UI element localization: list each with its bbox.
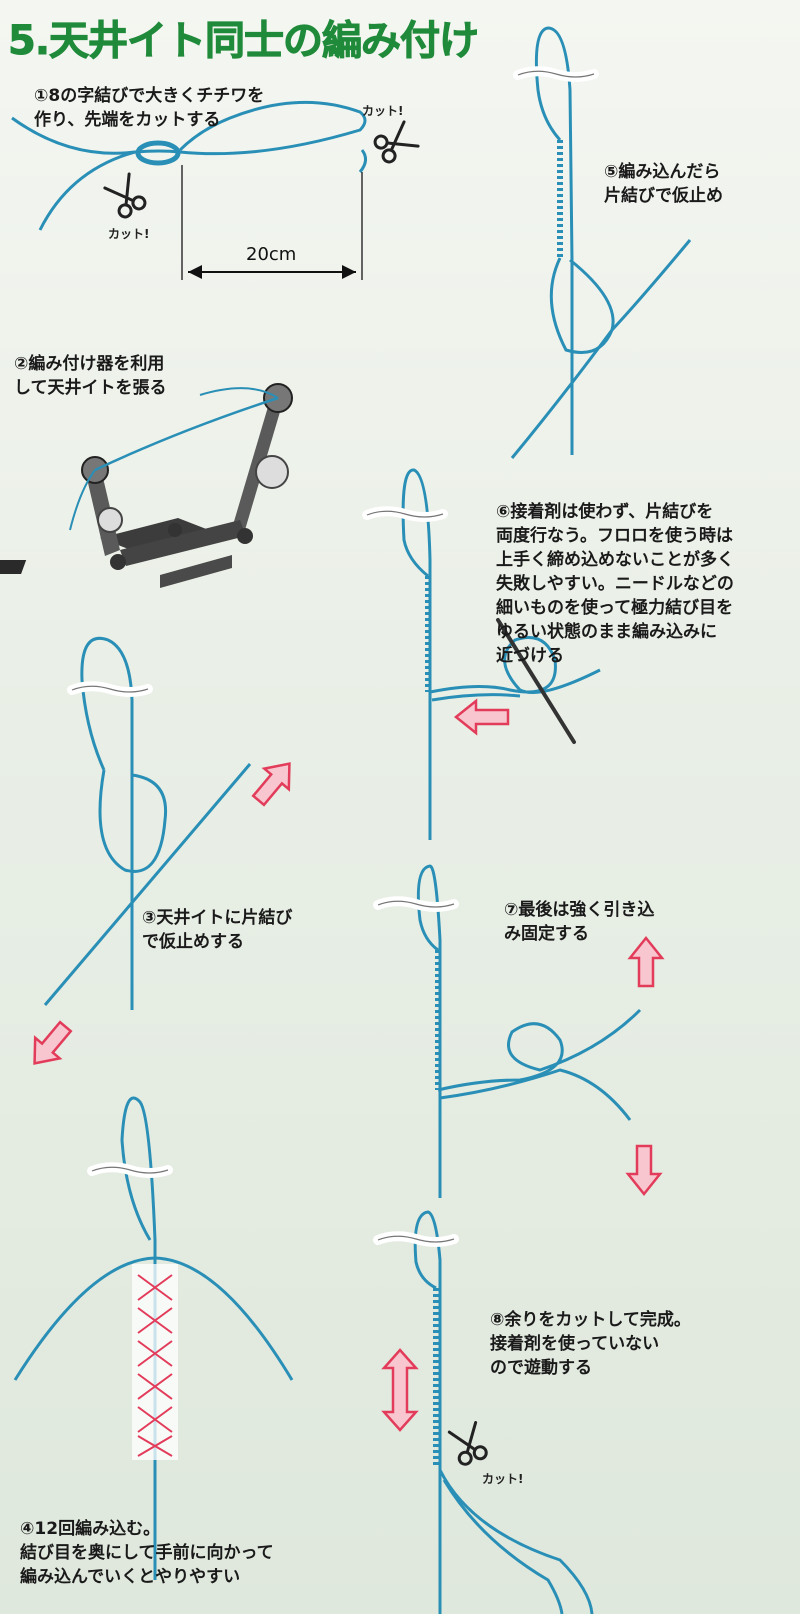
- step4-illustration: [13, 1096, 294, 1580]
- step7-illustration: [378, 864, 664, 1198]
- page-title: 5.天井イト同士の編み付け: [7, 18, 479, 65]
- step8-caption: ⑧余りをカットして完成。 接着剤を使っていない ので遊動する: [490, 1310, 691, 1378]
- step5-caption: ⑤編み込んだら 片結びで仮止め: [604, 162, 723, 206]
- step3-loop: [80, 637, 134, 1010]
- step4-left-line: [13, 1256, 156, 1381]
- cut-label-left: カット!: [108, 227, 150, 241]
- step2-tool-illustration: [0, 383, 293, 588]
- step1-caption: ①8の字結びで大きくチチワを 作り、先端をカットする: [34, 86, 265, 130]
- step3-illustration: [21, 637, 303, 1075]
- step4-caption: ④12回編み込む。 結び目を奥にして手前に向かって 編み込んでいくとやりやすい: [20, 1519, 274, 1587]
- dimension-label: 20cm: [246, 244, 297, 265]
- step6-illustration: [367, 468, 601, 840]
- cut-label-right: カット!: [362, 104, 404, 118]
- step3-pull-line: [43, 763, 252, 1006]
- step1-illustration: [11, 100, 420, 280]
- needle: [496, 618, 576, 744]
- figure8-knot: [135, 140, 181, 166]
- step7-caption: ⑦最後は強く引き込 み固定する: [504, 900, 655, 944]
- step4-right-line: [154, 1256, 294, 1381]
- step2-caption: ②編み付け器を利用 して天井イトを張る: [14, 354, 167, 398]
- step6-caption: ⑥接着剤は使わず、片結びを 両度行なう。フロロを使う時は 上手く締め込めないこと…: [496, 502, 734, 666]
- cut-label-final: カット!: [482, 1472, 524, 1486]
- step5-illustration: [510, 26, 692, 459]
- step3-caption: ③天井イトに片結び で仮止めする: [142, 908, 293, 952]
- step8-illustration: [378, 1210, 594, 1614]
